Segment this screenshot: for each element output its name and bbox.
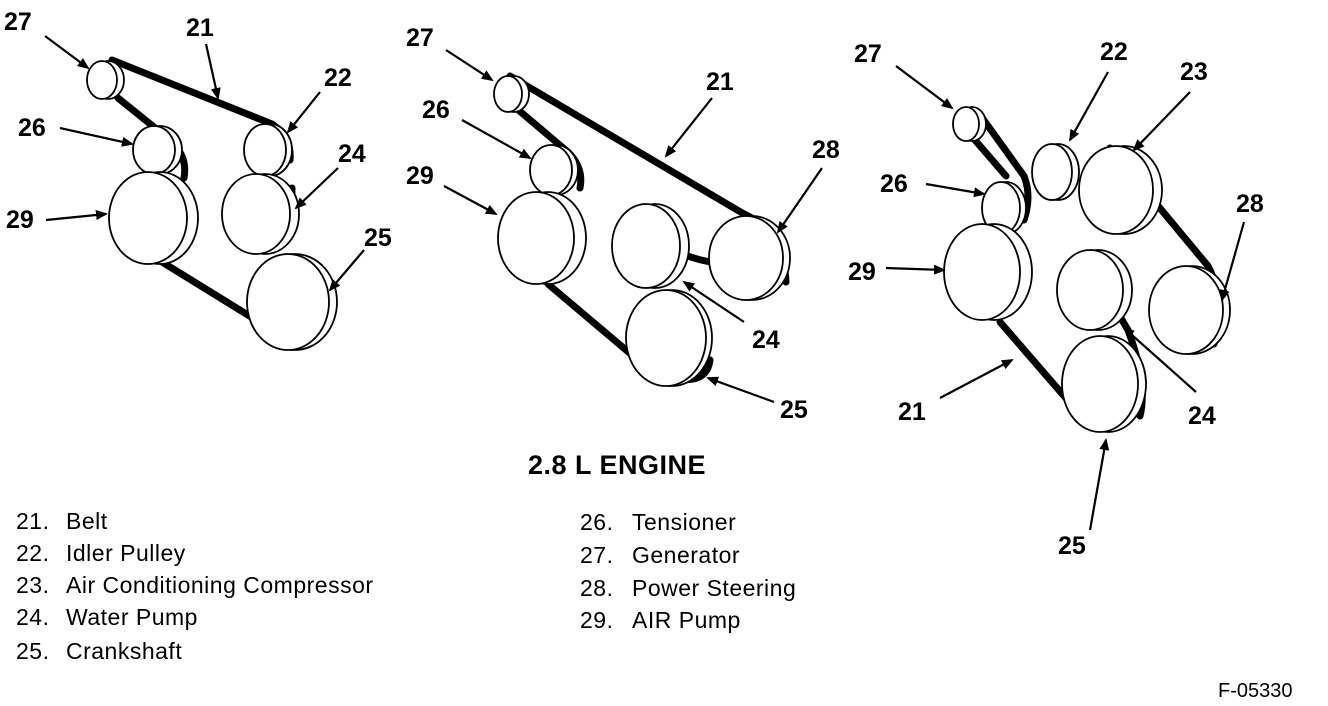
callout-24-right: 24 [1188, 402, 1216, 430]
legend-label-generator: Generator [632, 542, 740, 568]
generator-pulley-right [952, 106, 980, 142]
callout-24-left: 24 [338, 140, 366, 168]
legend-number: 21. [16, 508, 49, 534]
middle-belt-diagram: 27 21 26 28 29 24 25 [406, 24, 840, 424]
legend-label-belt: Belt [66, 508, 108, 534]
callout-28-middle: 28 [812, 136, 840, 164]
generator-pulley-left [86, 60, 118, 100]
left-belt-diagram: 27 21 22 26 24 29 25 [4, 8, 392, 351]
legend-label-power-steering: Power Steering [632, 575, 796, 601]
callout-22-right: 22 [1100, 38, 1128, 66]
callout-21-middle: 21 [706, 68, 734, 96]
callout-25-middle: 25 [780, 396, 808, 424]
callout-27-left: 27 [4, 8, 32, 36]
crankshaft-pulley-middle [625, 289, 707, 387]
legend-number: 28. [580, 575, 613, 601]
callout-24-middle: 24 [752, 326, 780, 354]
callout-22-left: 22 [324, 64, 352, 92]
crankshaft-pulley-right [1061, 335, 1139, 433]
legend-number: 26. [580, 509, 613, 535]
idler-pulley-left [243, 123, 287, 177]
generator-pulley-middle [493, 75, 523, 113]
water-pump-pulley-middle [611, 203, 681, 289]
callout-29-left: 29 [6, 206, 34, 234]
ac-compressor-pulley-right [1078, 145, 1154, 235]
water-pump-pulley-right [1056, 249, 1124, 331]
tensioner-pulley-left [132, 125, 176, 175]
legend-label-tensioner: Tensioner [632, 509, 736, 535]
air-pump-pulley-middle [497, 191, 575, 285]
legend-number: 23. [16, 572, 49, 598]
legend-label-crankshaft: Crankshaft [66, 638, 182, 664]
power-steering-pulley-right [1148, 265, 1224, 355]
callout-26-left: 26 [18, 114, 46, 142]
figure-id: F-05330 [1218, 680, 1293, 702]
legend-label-air-pump: AIR Pump [632, 607, 741, 633]
legend-label-water-pump: Water Pump [66, 604, 198, 630]
callout-26-middle: 26 [422, 96, 450, 124]
legend-number: 25. [16, 638, 49, 664]
callout-29-right: 29 [848, 258, 876, 286]
legend-number: 24. [16, 604, 49, 630]
legend-label-ac-compressor: Air Conditioning Compressor [66, 572, 374, 598]
legend-right-column: 26. Tensioner 27. Generator 28. Power St… [580, 509, 796, 633]
callout-25-left: 25 [364, 224, 392, 252]
air-pump-pulley-right [943, 223, 1021, 321]
callout-28-right: 28 [1236, 190, 1264, 218]
legend-number: 29. [580, 607, 613, 633]
callout-27-middle: 27 [406, 24, 434, 52]
right-belt-diagram: 27 22 23 26 28 29 21 24 25 [848, 38, 1264, 560]
legend-left-column: 21. Belt 22. Idler Pulley 23. Air Condit… [16, 508, 374, 664]
callout-25-right: 25 [1058, 532, 1086, 560]
legend-number: 27. [580, 542, 613, 568]
air-pump-pulley-left [108, 171, 188, 265]
power-steering-pulley-middle [708, 215, 784, 301]
callout-21-right: 21 [898, 398, 926, 426]
callout-23-right: 23 [1180, 58, 1208, 86]
callout-21-left: 21 [186, 14, 214, 42]
tensioner-pulley-middle [529, 144, 573, 196]
water-pump-pulley-left [221, 173, 291, 255]
callout-27-right: 27 [854, 40, 882, 68]
legend-label-idler-pulley: Idler Pulley [66, 540, 186, 566]
legend-number: 22. [16, 540, 49, 566]
callout-29-middle: 29 [406, 162, 434, 190]
idler-pulley-right [1031, 143, 1073, 201]
callout-26-right: 26 [880, 170, 908, 198]
diagram-title: 2.8 L ENGINE [528, 450, 706, 480]
crankshaft-pulley-left [246, 253, 330, 351]
